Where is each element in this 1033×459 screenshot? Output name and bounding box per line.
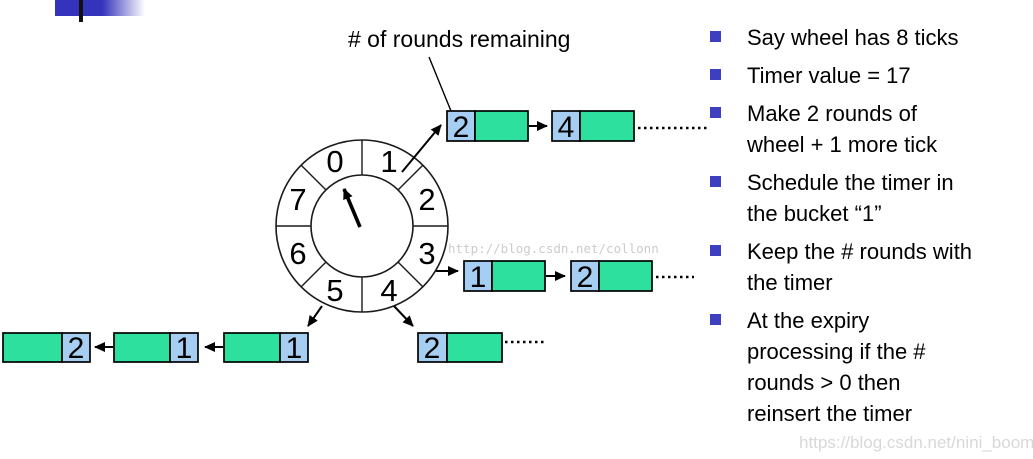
bullet-square-icon [710, 314, 721, 325]
bullet-square-icon [710, 31, 721, 42]
decor-vertical-line [79, 0, 83, 22]
watermark-bottom: https://blog.csdn.net/nini_boom [799, 433, 1033, 452]
node-cell-rounds [446, 110, 476, 142]
bullet-item: Make 2 rounds of wheel + 1 more tick [710, 98, 1030, 160]
node-cell-timer [2, 332, 63, 363]
bullet-square-icon [710, 176, 721, 187]
bullet-text: processing if the # [747, 339, 926, 364]
node-cell-timer [474, 110, 529, 142]
bullet-text: Keep the # rounds with [747, 239, 973, 264]
bullet-text: Timer value = 17 [747, 63, 911, 88]
node-rounds-value: 2 [424, 332, 441, 365]
node-rounds-value: 2 [453, 111, 470, 144]
bullet-list: Say wheel has 8 ticks Timer value = 17 M… [710, 22, 1030, 436]
node-cell-timer [446, 332, 503, 363]
node-cell-rounds [61, 332, 91, 363]
timer-node: 2 [417, 332, 503, 365]
wheel-inner-circle [310, 174, 414, 278]
wheel-bucket-label-4: 4 [380, 273, 397, 308]
bullet-text: the timer [747, 270, 833, 295]
wheel-bucket-label-5: 5 [326, 273, 343, 308]
bullet-square-icon [710, 69, 721, 80]
node-cell-rounds [169, 332, 199, 363]
bullet-square-icon [710, 245, 721, 256]
node-rounds-value: 2 [68, 332, 85, 365]
timer-node: 1 [113, 332, 199, 365]
node-cell-timer [223, 332, 281, 363]
timer-list-bucket-5: 2 1 1 [2, 332, 309, 365]
arrow-bucket4-to-list [393, 305, 414, 327]
bullet-item: Timer value = 17 [710, 60, 1030, 91]
node-cell-rounds [463, 260, 493, 292]
bullet-text: Schedule the timer in [747, 170, 954, 195]
node-cell-timer [598, 260, 653, 292]
bullet-item: Keep the # rounds with the timer [710, 236, 1030, 298]
timer-list-bucket-1: 2 4 [446, 110, 708, 144]
timer-node: 1 [223, 332, 309, 365]
wheel-bucket-label-1: 1 [380, 144, 397, 179]
annotation-rounds-remaining: # of rounds remaining [348, 26, 570, 52]
bullet-text: Make 2 rounds of [747, 101, 917, 126]
timer-node: 2 [570, 260, 653, 294]
bullet-text: the bucket “1” [747, 201, 882, 226]
arrow-bucket5-to-list [307, 305, 323, 327]
wheel-bucket-label-6: 6 [289, 236, 306, 271]
bullet-item: Say wheel has 8 ticks [710, 22, 1030, 53]
node-rounds-value: 1 [286, 332, 303, 365]
watermark-inner: http://blog.csdn.net/collonn [448, 241, 659, 256]
node-cell-rounds [279, 332, 309, 363]
node-cell-timer [491, 260, 546, 292]
bullet-item: Schedule the timer in the bucket “1” [710, 167, 1030, 229]
timer-list-bucket-3: 1 2 [463, 260, 694, 294]
node-rounds-value: 1 [470, 261, 487, 294]
wheel-hand-arrow [342, 188, 362, 228]
wheel-bucket-label-7: 7 [289, 182, 306, 217]
bullet-text: At the expiry [747, 308, 870, 333]
node-rounds-value: 4 [558, 111, 575, 144]
wheel-spokes [276, 140, 448, 312]
node-cell-timer [113, 332, 171, 363]
timer-node: 1 [463, 260, 546, 294]
node-cell-rounds [417, 332, 448, 363]
bullet-square-icon [710, 107, 721, 118]
bullet-text: rounds > 0 then [747, 370, 901, 395]
bullet-text: Say wheel has 8 ticks [747, 25, 959, 50]
timing-wheel: 0 1 2 3 4 5 6 7 [275, 139, 449, 313]
wheel-bucket-label-3: 3 [418, 236, 435, 271]
bullet-item: At the expiry processing if the # rounds… [710, 305, 1030, 429]
timer-node: 4 [551, 110, 635, 144]
decor-gradient-bar [55, 0, 145, 16]
node-cell-timer [579, 110, 635, 142]
annotation-pointer-line [428, 56, 452, 112]
bullet-text: reinsert the timer [747, 401, 913, 426]
wheel-bucket-label-2: 2 [418, 182, 435, 217]
wheel-bucket-label-0: 0 [326, 144, 343, 179]
node-rounds-value: 2 [577, 261, 594, 294]
bullet-text: wheel + 1 more tick [747, 132, 938, 157]
timer-list-bucket-4: 2 [417, 332, 547, 365]
node-cell-rounds [570, 260, 600, 292]
timer-node: 2 [446, 110, 529, 144]
node-rounds-value: 1 [176, 332, 193, 365]
timer-node: 2 [2, 332, 91, 365]
arrow-bucket1-to-list [401, 124, 442, 173]
timing-wheel-diagram: # of rounds remaining http://blog.csdn.n… [2, 26, 708, 365]
